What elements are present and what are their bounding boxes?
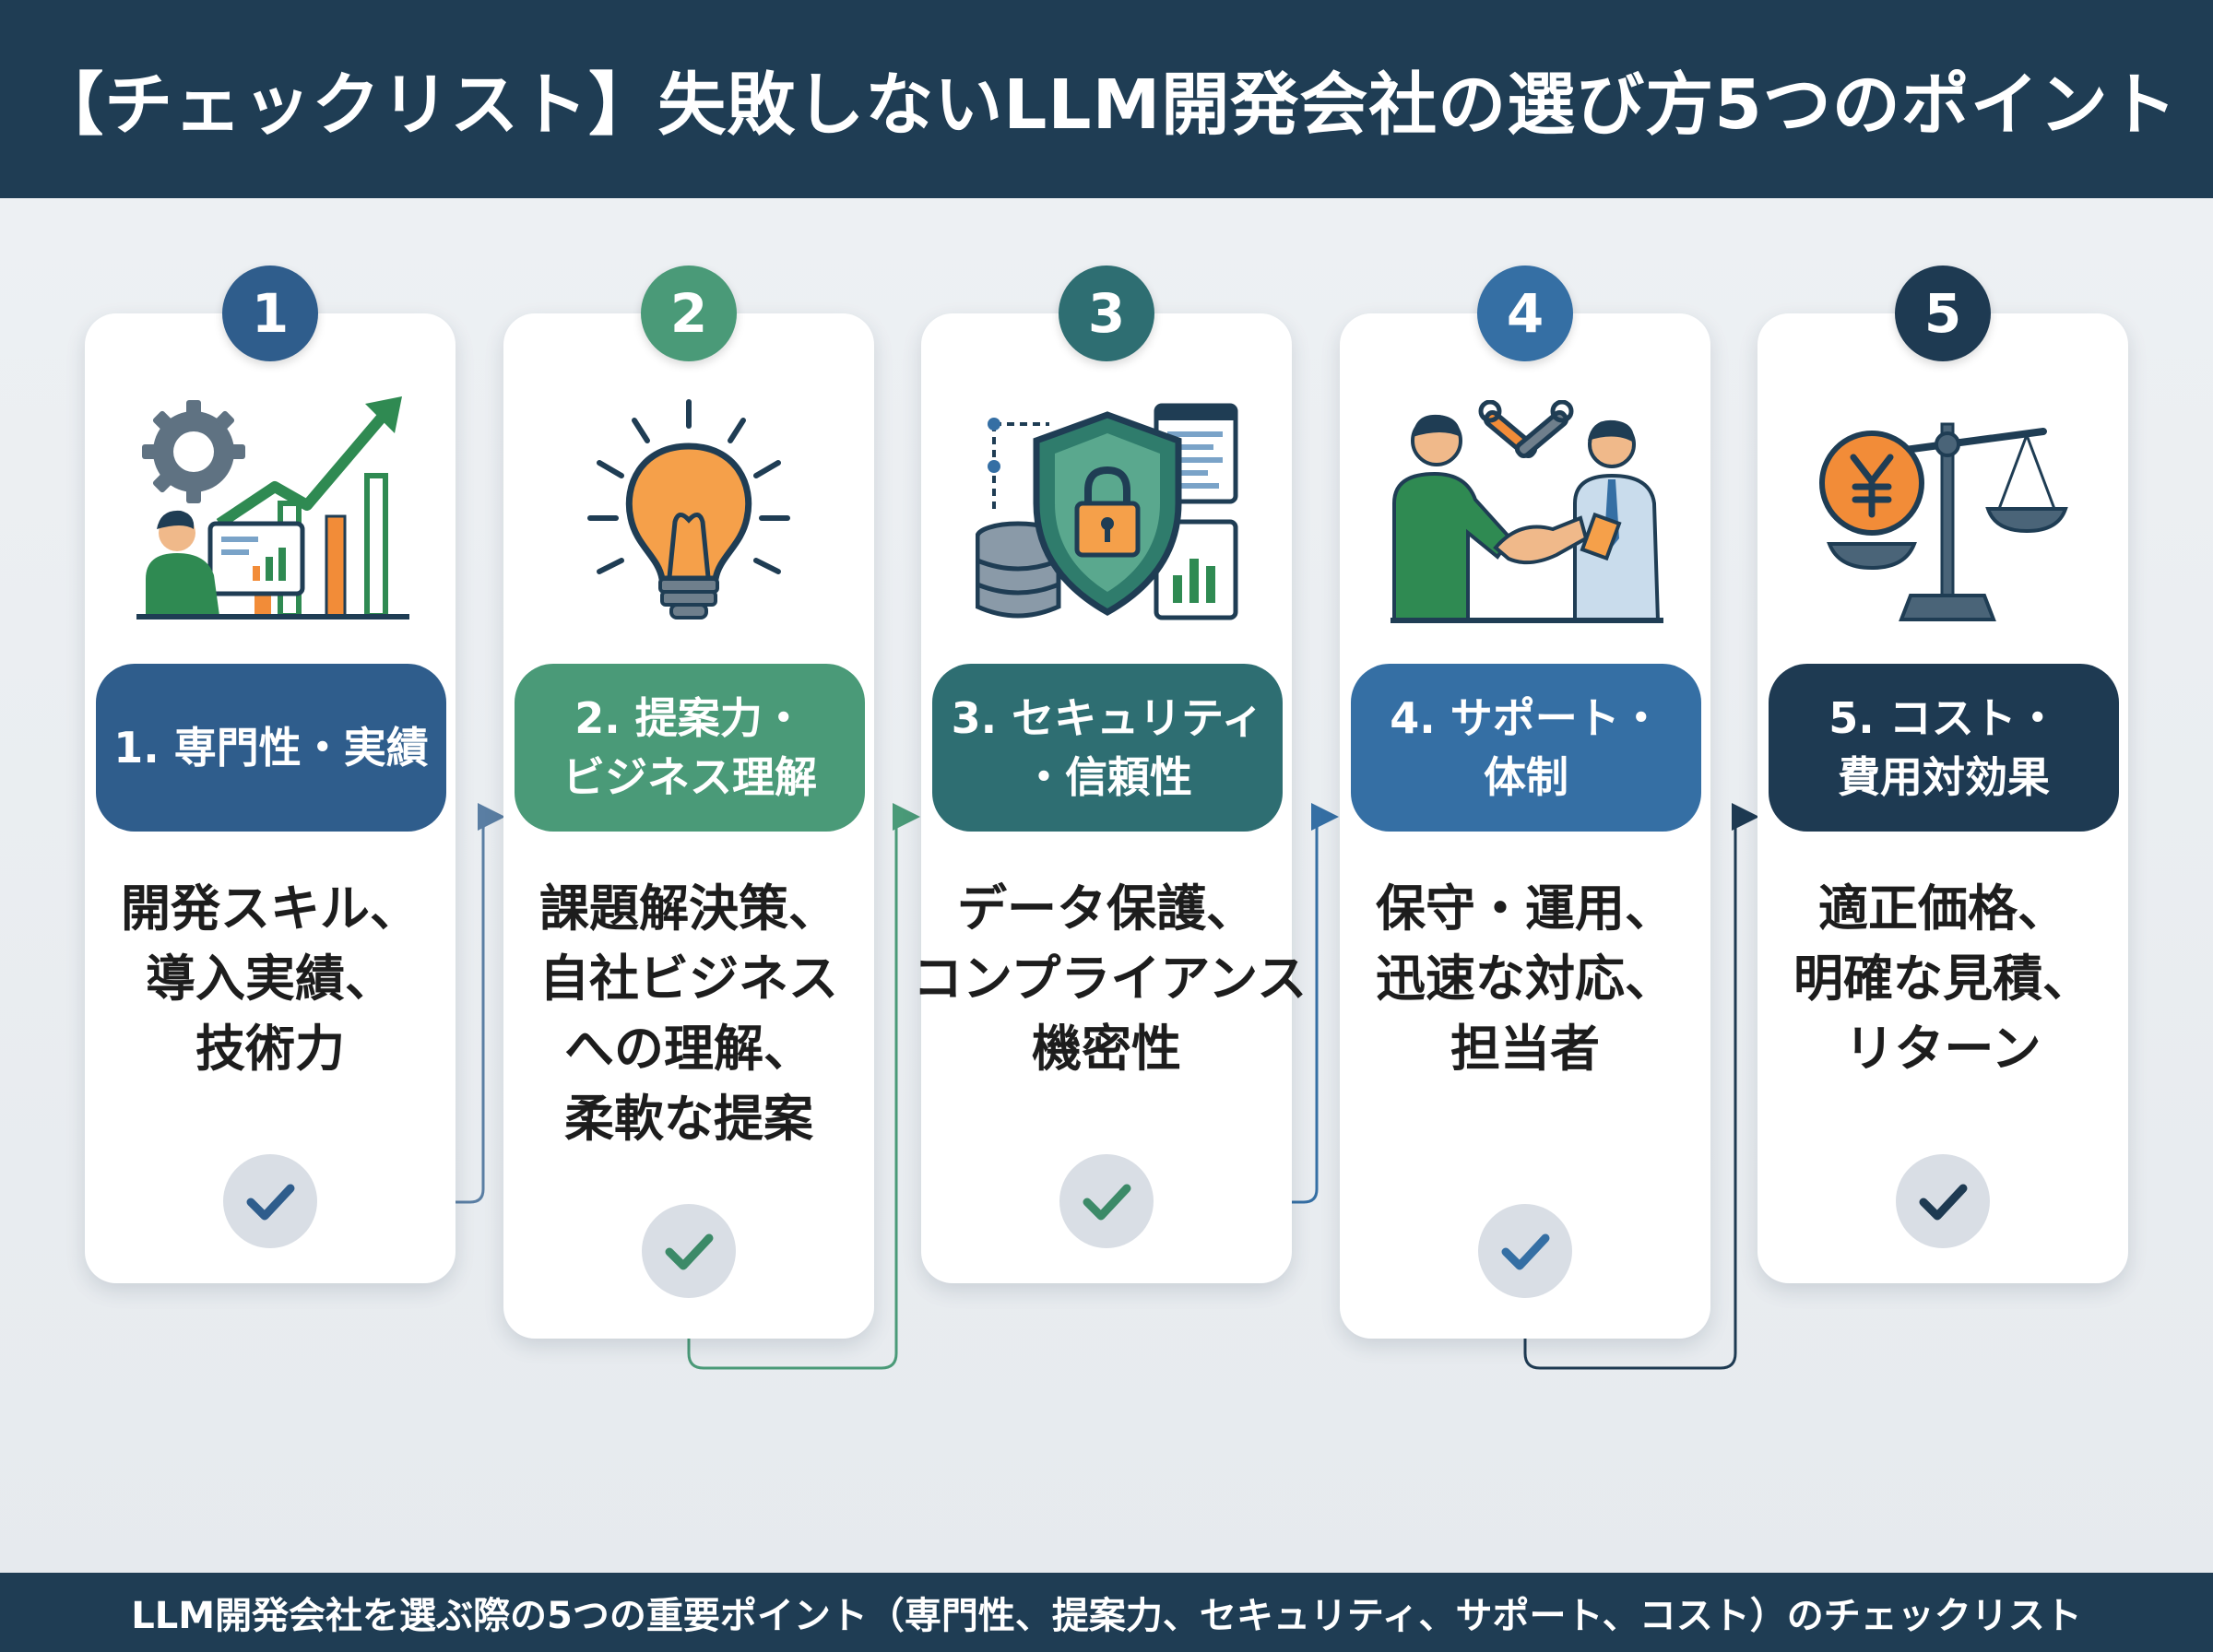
gear-growth-chart-icon (136, 396, 409, 620)
step-number-badge: 5 (1895, 266, 1991, 361)
step-number-badge: 2 (641, 266, 737, 361)
point-title-pill: 5. コスト・ 費用対効果 (1769, 664, 2119, 832)
yen-balance-scale-icon (1819, 422, 2068, 621)
page-title: 【チェックリスト】失敗しないLLM開発会社の選び方5つのポイント (35, 65, 2178, 145)
lightbulb-icon (587, 399, 790, 620)
check-icon (1059, 1154, 1154, 1248)
point-title-pill: 1. 専門性・実績 (96, 664, 446, 832)
step-number-badge: 4 (1477, 266, 1573, 361)
point-title-pill: 3. セキュリティ ・信頼性 (932, 664, 1283, 832)
point-description: 適正価格、 明確な見積、 リターン (1793, 879, 2092, 1078)
footer-caption-bar: LLM開発会社を選ぶ際の5つの重要ポイント（専門性、提案力、セキュリティ、サポー… (0, 1573, 2213, 1652)
step-number-badge: 3 (1059, 266, 1154, 361)
point-title-pill: 4. サポート・ 体制 (1351, 664, 1701, 832)
check-icon (1478, 1204, 1572, 1298)
connector-4-5 (1523, 803, 1759, 1370)
check-icon (1896, 1154, 1990, 1248)
check-icon (223, 1154, 317, 1248)
point-title-pill: 2. 提案力・ ビジネス理解 (515, 664, 865, 832)
step-number-badge: 1 (222, 266, 318, 361)
point-description: 開発スキル、 導入実績、 技術力 (121, 879, 420, 1078)
point-description: 課題解決策、 自社ビジネス への理解、 柔軟な提案 (539, 879, 838, 1148)
header-banner: 【チェックリスト】失敗しないLLM開発会社の選び方5つのポイント (0, 0, 2213, 198)
check-icon (642, 1204, 736, 1298)
handshake-tools-icon (1391, 400, 1663, 623)
connector-2-3 (687, 803, 920, 1370)
point-description: 保守・運用、 迅速な対応、 担当者 (1376, 879, 1675, 1078)
point-description: データ保護、 コンプライアンス 機密性 (913, 879, 1308, 1078)
security-shield-lock-icon (976, 403, 1238, 620)
footer-caption: LLM開発会社を選ぶ際の5つの重要ポイント（専門性、提案力、セキュリティ、サポー… (131, 1595, 2082, 1637)
